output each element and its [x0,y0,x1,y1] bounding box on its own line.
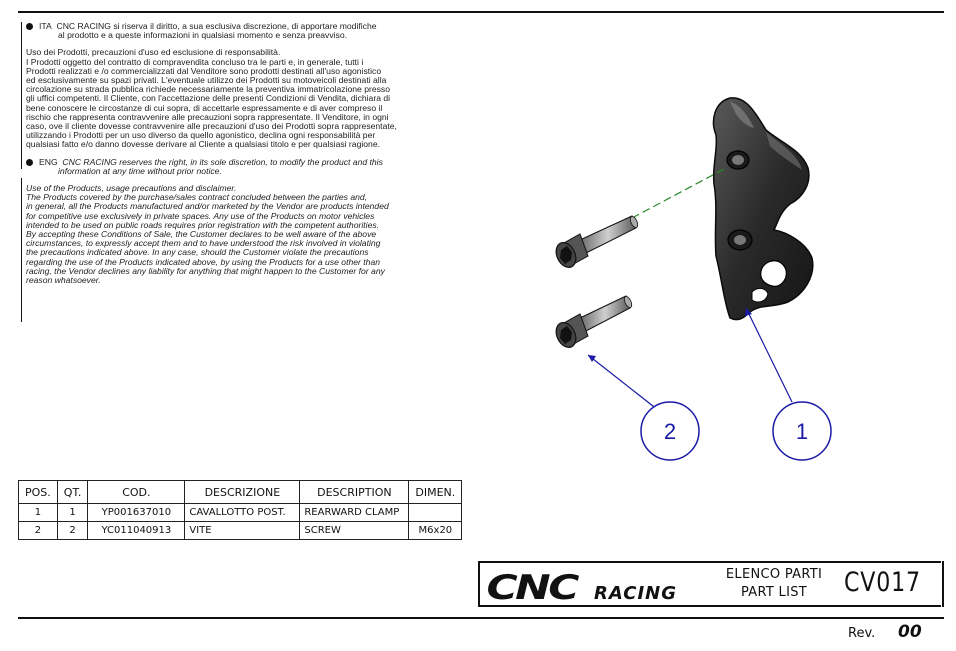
leader-line-1 [745,307,793,403]
part-list-title-en: PART LIST [740,585,808,600]
ita-title: Uso dei Prodotti, precauzioni d'uso ed e… [26,47,281,58]
title-block-edge [942,561,944,607]
bullet-icon [26,158,33,166]
disclaimer-block: ITA CNC RACING si riserva il diritto, a … [26,21,412,286]
ita-line: caso, ove il cliente dovesse contravveni… [26,121,397,132]
cell-qt: 1 [56,503,89,522]
ita-head-2: al prodotto e a queste informazioni in q… [58,30,348,41]
bullet-icon [26,23,33,30]
ita-tag: ITA [39,21,52,31]
callout-number-2: 2 [664,419,676,444]
eng-line: The Products covered by the purchase/sal… [26,192,368,203]
revision-value: 00 [898,622,922,642]
col-header-qt: QT. [56,480,89,504]
text-margin-line [21,178,22,322]
col-header-dimen: DIMEN. [408,480,463,504]
eng-line: racing, the Vendor declines any liabilit… [26,265,385,276]
eng-line: the precautions indicated above. In any … [26,247,369,258]
eng-title: Use of the Products, usage precautions a… [26,183,237,194]
title-block [478,561,941,607]
table-row: 2 2 YC011040913 VITE SCREW M6x20 [18,521,463,540]
logo-sub: RACING [594,583,677,604]
ita-line: utilizzando i Prodotti per un uso divers… [26,130,376,141]
eng-head-2: information at any time without prior no… [58,165,222,176]
eng-line: By accepting these Conditions of Sale, t… [26,229,377,240]
drawing-code: CV017 [844,567,921,598]
table-header-row: POS. QT. COD. DESCRIZIONE DESCRIPTION DI… [18,480,463,504]
eng-line: in general, all the Products manufacture… [26,201,389,212]
ita-header: ITA CNC RACING si riserva il diritto, a … [26,21,412,31]
eng-tag: ENG [39,156,58,167]
ita-line: qualsiasi fatto e/o danno dovesse deriva… [26,139,380,150]
eng-line: reason whatsoever. [26,275,101,286]
cell-descrizione: VITE [184,521,301,540]
screw-upper [555,215,639,268]
callout-balloon-1: 1 [772,401,832,461]
cell-cod: YC011040913 [87,521,186,540]
cell-pos: 2 [18,521,58,540]
cell-dimen [408,503,463,522]
cell-description: REARWARD CLAMP [299,503,410,522]
cell-description: SCREW [299,521,410,540]
eng-line: intended to be used on public roads requ… [26,219,380,230]
revision-label: Rev. [848,626,876,641]
eng-line: regarding the use of the Products indica… [26,256,381,267]
text-margin-line [21,22,22,169]
table-row: 1 1 YP001637010 CAVALLOTTO POST. REARWAR… [18,503,463,522]
ita-line: rischio che rappresenta contravvenire al… [26,111,389,122]
logo-text: CNC [487,570,580,604]
cell-pos: 1 [18,503,58,522]
col-header-description: DESCRIPTION [299,480,410,504]
cnc-racing-logo: CNC RACING [487,570,677,604]
rear-clamp-part [712,97,814,321]
cell-cod: YP001637010 [87,503,186,522]
leader-arrow-1 [745,308,752,316]
col-header-pos: POS. [18,480,58,504]
leader-arrow-2 [588,355,596,362]
ita-line: Prodotti realizzati e /o commercializzat… [26,65,382,76]
parts-table: POS. QT. COD. DESCRIZIONE DESCRIPTION DI… [18,480,463,540]
exploded-drawing: 2 1 [555,97,832,461]
ita-line: gli uffici competenti. Il Cliente, con l… [26,93,391,104]
col-header-cod: COD. [87,480,186,504]
eng-head-1: CNC RACING reserves the right, in its so… [62,156,383,167]
assembly-axis-line [631,167,727,219]
part-list-title-it: ELENCO PARTI [725,567,823,582]
bottom-border [18,617,944,619]
leader-line-2 [587,354,659,411]
eng-line: for competitive use exclusively in priva… [26,210,375,221]
ita-line: I Prodotti oggetto del contratto di comp… [26,56,364,67]
screw-lower [555,295,633,348]
top-border [18,11,944,13]
callout-balloon-2: 2 [640,401,700,461]
cell-descrizione: CAVALLOTTO POST. [184,503,301,522]
ita-line: circolazione su strada pubblica richiede… [26,84,390,95]
ita-line: bene conoscere le circostanze di cui sop… [26,102,383,113]
ita-head-1: CNC RACING si riserva il diritto, a sua … [56,21,377,31]
ita-line: ed esclusivamente su spazi privati. L'ev… [26,75,387,86]
eng-line: circumstances, to expressly accept them … [26,238,381,249]
eng-header: ENG CNC RACING reserves the right, in it… [26,156,412,167]
col-header-descrizione: DESCRIZIONE [184,480,301,504]
cell-dimen: M6x20 [408,521,463,540]
cell-qt: 2 [56,521,89,540]
callout-number-1: 1 [796,419,808,444]
